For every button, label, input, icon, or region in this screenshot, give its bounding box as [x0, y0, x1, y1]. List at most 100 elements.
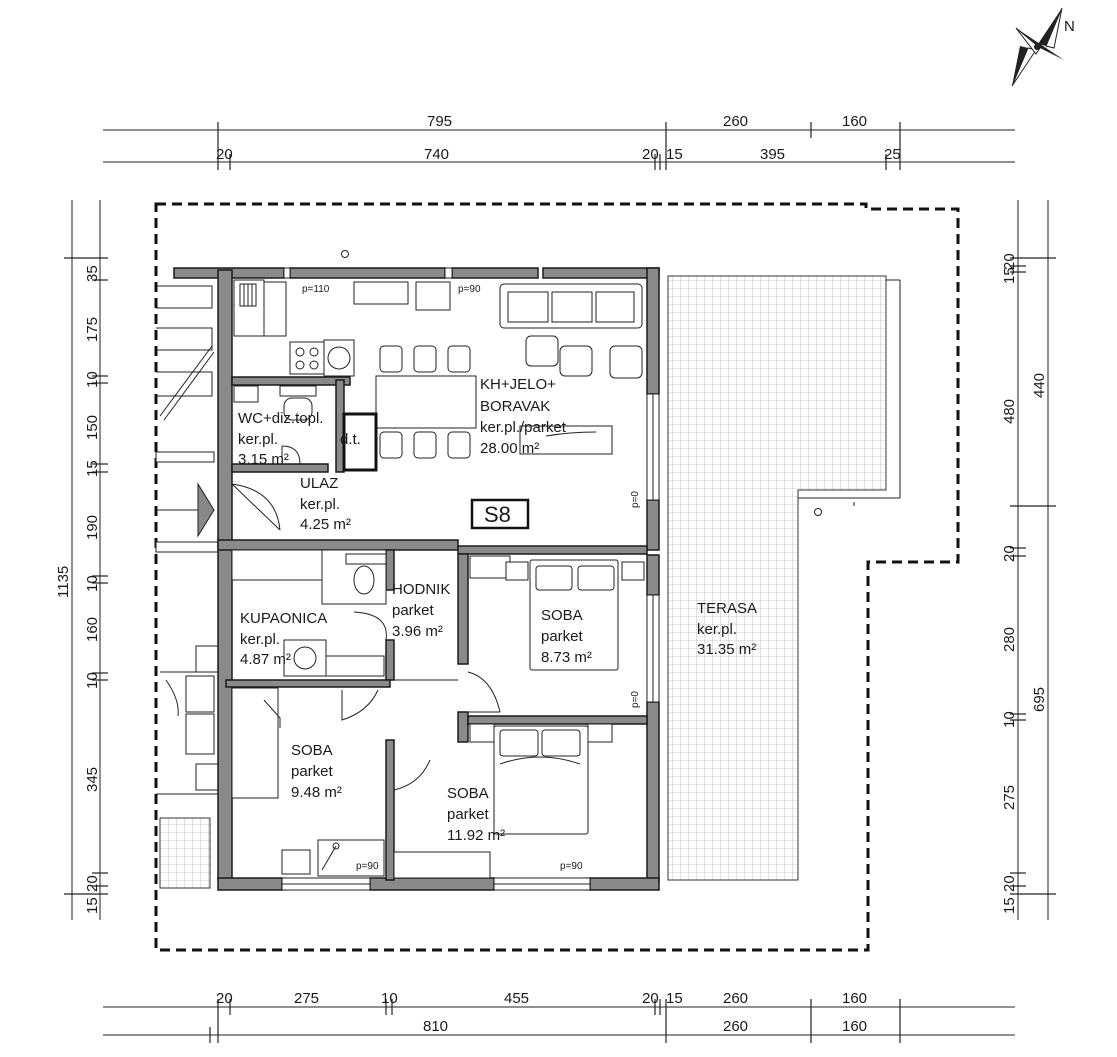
dining-table — [375, 345, 477, 459]
room-bedroom1-name: SOBA — [541, 607, 583, 624]
walls — [173, 267, 660, 891]
dim-right-10: 10 — [1001, 711, 1018, 728]
room-living-floor: ker.pl./parket — [480, 419, 567, 436]
dim-bot2-160: 160 — [842, 1018, 867, 1035]
dim-right-20a: 20 — [1001, 253, 1018, 270]
dim-right-15b: 15 — [1001, 897, 1018, 914]
room-bathroom-area: 4.87 m² — [240, 651, 291, 668]
dim-top2-395: 395 — [760, 146, 785, 163]
room-hall: HODNIK parket 3.96 m² — [392, 581, 450, 640]
room-bedroom3-area: 11.92 m² — [447, 827, 505, 844]
room-entry-name: ULAZ — [300, 475, 338, 492]
bathroom-fixtures — [231, 549, 387, 677]
stair — [155, 285, 219, 553]
dim-bot2-260: 260 — [723, 1018, 748, 1035]
north-label: N — [1064, 18, 1075, 35]
opening-p90-living: p=90 — [458, 284, 481, 295]
dim-right-695: 695 — [1031, 687, 1048, 712]
room-bedroom3-name: SOBA — [447, 785, 489, 802]
top-dimensions: 795 260 160 20 740 20 15 395 25 — [103, 113, 1015, 170]
room-terrace-name: TERASA — [697, 600, 757, 617]
room-entry-floor: ker.pl. — [300, 496, 340, 513]
dim-right-20b: 20 — [1001, 545, 1018, 562]
opening-p0-bedroom1: p=0 — [630, 691, 641, 708]
dim-right-480: 480 — [1001, 399, 1018, 424]
dim-right-15a: 15 — [1001, 267, 1018, 284]
dim-bot-275: 275 — [294, 990, 319, 1007]
dim-left-160: 160 — [84, 617, 101, 642]
dim-right-440: 440 — [1031, 373, 1048, 398]
neighbour-balcony — [156, 645, 219, 889]
dim-top2-15: 15 — [666, 146, 683, 163]
room-living-name1: KH+JELO+ — [480, 376, 556, 393]
room-entry-area: 4.25 m² — [300, 516, 351, 533]
sofa — [499, 283, 643, 455]
room-bedroom2-name: SOBA — [291, 742, 333, 759]
dim-right-275: 275 — [1001, 785, 1018, 810]
dim-left-15b: 15 — [84, 897, 101, 914]
room-bedroom3-floor: parket — [447, 806, 490, 823]
room-bedroom1-floor: parket — [541, 628, 584, 645]
left-dimensions: 1135 35 175 10 150 15 190 10 160 10 345 … — [55, 200, 108, 920]
windows — [281, 250, 660, 891]
dim-left-20: 20 — [84, 875, 101, 892]
room-wc-area: 3.15 m² — [238, 451, 289, 468]
wc-equipment-label: d.t. — [340, 431, 361, 448]
room-terrace-area: 31.35 m² — [697, 641, 756, 658]
dim-top2-25: 25 — [884, 146, 901, 163]
dim-bot-160: 160 — [842, 990, 867, 1007]
dim-bot2-810: 810 — [423, 1018, 448, 1035]
opening-p0-living: p=0 — [630, 491, 641, 508]
room-living-area: 28.00 m² — [480, 440, 539, 457]
room-living: KH+JELO+ BORAVAK ker.pl./parket 28.00 m² — [480, 376, 567, 457]
room-hall-area: 3.96 m² — [392, 623, 443, 640]
kitchen — [233, 279, 451, 377]
dim-bot-20a: 20 — [216, 990, 233, 1007]
dim-top-160: 160 — [842, 113, 867, 130]
right-dimensions: 440 695 20 15 480 20 280 10 275 20 15 — [1001, 200, 1056, 920]
room-wc-floor: ker.pl. — [238, 431, 278, 448]
dim-top-260: 260 — [723, 113, 748, 130]
bedroom1-bed — [469, 555, 645, 671]
room-terrace-floor: ker.pl. — [697, 621, 737, 638]
dim-left-10a: 10 — [84, 371, 101, 388]
terrace-floor — [667, 275, 887, 881]
dim-left-10b: 10 — [84, 575, 101, 592]
dim-left-345: 345 — [84, 767, 101, 792]
opening-p90-bedroom3: p=90 — [560, 861, 583, 872]
dim-bot-455: 455 — [504, 990, 529, 1007]
room-bathroom-floor: ker.pl. — [240, 631, 280, 648]
room-bathroom: KUPAONICA ker.pl. 4.87 m² — [240, 610, 327, 668]
wc-fixtures: d.t. — [233, 385, 378, 472]
unit-label-box — [470, 498, 530, 530]
dim-top2-20b: 20 — [642, 146, 659, 163]
bedroom3-bed — [393, 723, 613, 879]
dim-bot-15: 15 — [666, 990, 683, 1007]
opening-p90-bedroom2: p=90 — [356, 861, 379, 872]
room-bedroom3: SOBA parket 11.92 m² — [447, 785, 505, 844]
room-living-name2: BORAVAK — [480, 398, 550, 415]
dim-top2-20a: 20 — [216, 146, 233, 163]
dim-bot-20b: 20 — [642, 990, 659, 1007]
room-bedroom2-floor: parket — [291, 763, 334, 780]
dim-top-795: 795 — [427, 113, 452, 130]
dim-bot-260: 260 — [723, 990, 748, 1007]
dim-top2-740: 740 — [424, 146, 449, 163]
room-terrace: TERASA ker.pl. 31.35 m² — [697, 600, 757, 658]
room-wc: WC+diz.topl. ker.pl. 3.15 m² — [238, 410, 323, 468]
room-hall-floor: parket — [392, 602, 435, 619]
dim-right-280: 280 — [1001, 627, 1018, 652]
opening-p110: p=110 — [302, 284, 330, 295]
room-wc-name: WC+diz.topl. — [238, 410, 323, 427]
north-arrow-icon: N — [1011, 7, 1075, 87]
unit-label: S8 — [484, 502, 511, 527]
room-entry: ULAZ ker.pl. 4.25 m² — [300, 475, 351, 533]
room-bedroom1-area: 8.73 m² — [541, 649, 592, 666]
dim-right-20c: 20 — [1001, 875, 1018, 892]
bottom-dimensions: 20 275 10 455 20 15 260 160 810 260 160 — [103, 990, 1015, 1043]
room-bedroom1: SOBA parket 8.73 m² — [541, 607, 592, 666]
bedroom2-furniture — [231, 687, 385, 877]
dim-left-35: 35 — [84, 265, 101, 282]
dim-left-190: 190 — [84, 515, 101, 540]
dim-left-10c: 10 — [84, 672, 101, 689]
